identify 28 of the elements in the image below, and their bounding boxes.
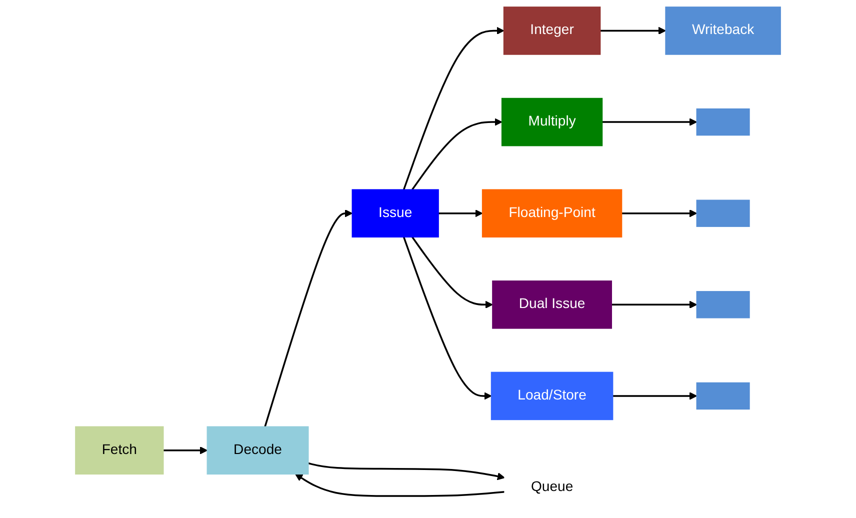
arrow <box>612 392 698 400</box>
arrow <box>612 300 698 309</box>
arrow <box>412 118 502 190</box>
arrow <box>308 462 505 480</box>
arrow <box>163 446 208 454</box>
node-box <box>696 382 750 410</box>
node-box: Multiply <box>501 98 603 146</box>
node-box: Load/Store <box>490 372 614 420</box>
node-box: Decode <box>206 426 309 475</box>
arrow <box>602 118 698 126</box>
node-text: Queue <box>530 479 574 494</box>
arrow <box>402 236 492 400</box>
arrow <box>264 209 353 427</box>
arrow <box>600 26 666 35</box>
arrow <box>412 236 493 309</box>
node-box <box>696 291 750 318</box>
node-box: Writeback <box>665 6 781 55</box>
arrow <box>438 209 483 218</box>
node-box: Floating-Point <box>482 189 622 238</box>
node-box: Fetch <box>75 426 164 475</box>
node-box <box>696 200 750 227</box>
arrow <box>622 209 698 218</box>
arrow <box>402 26 504 190</box>
node-box: Integer <box>503 6 601 55</box>
node-box <box>696 108 750 136</box>
node-box: Issue <box>352 189 439 238</box>
arrow <box>295 474 505 497</box>
node-box: Dual Issue <box>492 280 612 329</box>
